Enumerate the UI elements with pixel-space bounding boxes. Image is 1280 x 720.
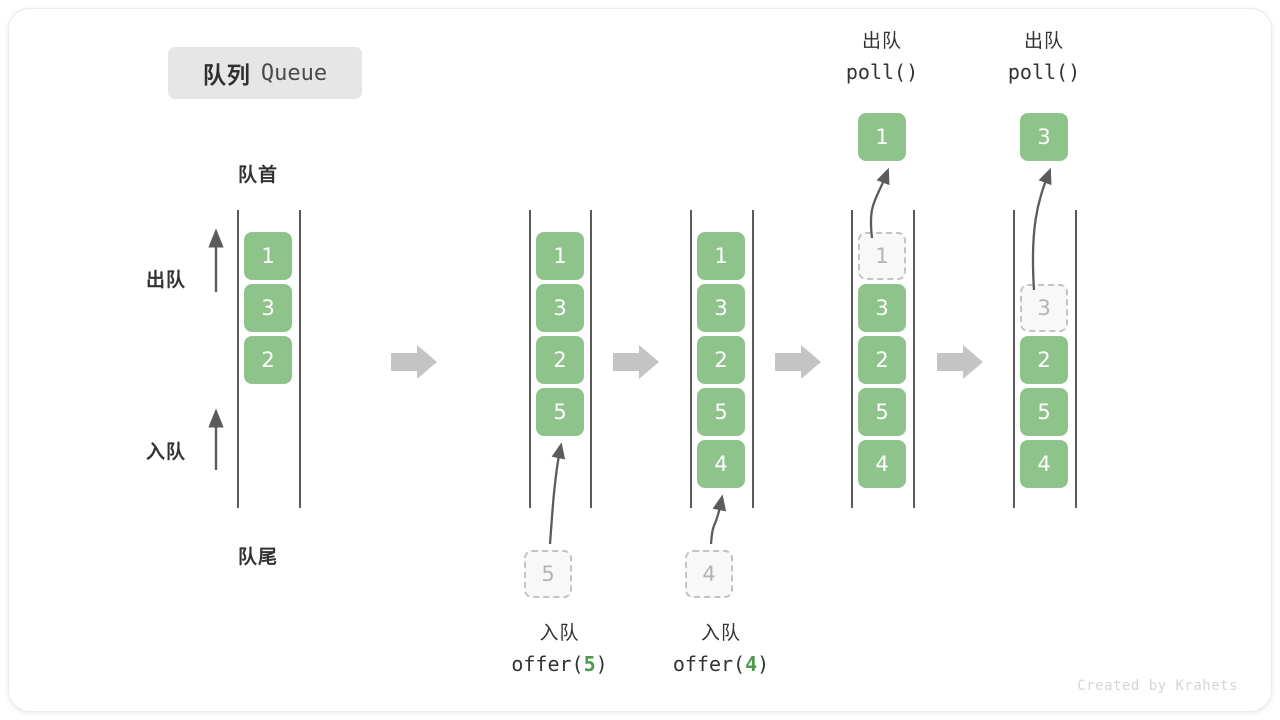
offer-label-cn: 入队 bbox=[700, 623, 741, 644]
incoming-ghost-box-offer-5: 5 bbox=[524, 550, 572, 598]
incoming-ghost-box-offer-4: 4 bbox=[685, 550, 733, 598]
queue-element-box: 4 bbox=[1020, 440, 1068, 488]
queue-element-box: 5 bbox=[536, 388, 584, 436]
poll-label-cn: 出队 bbox=[861, 31, 902, 52]
poll-label-cn: 出队 bbox=[1023, 31, 1064, 52]
poll-label-poll-1: 出队 poll() bbox=[802, 28, 962, 87]
queue-element-box: 3 bbox=[536, 284, 584, 332]
offer-label-code: offer(4) bbox=[672, 651, 770, 676]
title-badge: 队列 Queue bbox=[168, 47, 362, 99]
queue-element-box: 4 bbox=[858, 440, 906, 488]
dequeue-direction-label: 出队 bbox=[146, 270, 187, 291]
queue-rail-left-offer-4 bbox=[690, 210, 692, 508]
queue-element-box: 1 bbox=[244, 232, 292, 280]
queue-element-box: 5 bbox=[697, 388, 745, 436]
queue-rail-right-initial bbox=[299, 210, 301, 508]
queue-element-box: 5 bbox=[858, 388, 906, 436]
title-cn: 队列 bbox=[202, 62, 251, 88]
offer-label-cn: 入队 bbox=[539, 623, 580, 644]
poll-label-poll-3: 出队 poll() bbox=[964, 28, 1124, 87]
poll-label-code: poll() bbox=[845, 59, 919, 84]
title-en: Queue bbox=[260, 60, 328, 86]
queue-element-box: 2 bbox=[536, 336, 584, 384]
offer-label-arg: 5 bbox=[583, 651, 596, 676]
queue-element-box: 4 bbox=[697, 440, 745, 488]
queue-element-box: 3 bbox=[244, 284, 292, 332]
queue-rail-left-poll-3 bbox=[1013, 210, 1015, 508]
queue-element-box: 2 bbox=[858, 336, 906, 384]
queue-element-box: 2 bbox=[1020, 336, 1068, 384]
poll-label-code: poll() bbox=[1007, 59, 1081, 84]
offer-label-arg: 4 bbox=[745, 651, 758, 676]
queue-element-box: 3 bbox=[858, 284, 906, 332]
watermark: Created by Krahets bbox=[1077, 678, 1238, 694]
queue-rail-left-poll-1 bbox=[851, 210, 853, 508]
queue-element-box: 2 bbox=[244, 336, 292, 384]
queue-element-box: 2 bbox=[697, 336, 745, 384]
removed-ghost-box-poll-3: 3 bbox=[1020, 284, 1068, 332]
popped-element-box-poll-3: 3 bbox=[1020, 113, 1068, 161]
offer-label-offer-4: 入队 offer(4) bbox=[621, 620, 821, 679]
removed-ghost-box-poll-1: 1 bbox=[858, 232, 906, 280]
queue-rail-right-offer-4 bbox=[752, 210, 754, 508]
queue-rail-right-poll-3 bbox=[1075, 210, 1077, 508]
queue-element-box: 1 bbox=[536, 232, 584, 280]
queue-tail-label: 队尾 bbox=[238, 547, 279, 568]
queue-rail-right-poll-1 bbox=[913, 210, 915, 508]
diagram-card bbox=[8, 8, 1272, 712]
queue-element-box: 3 bbox=[697, 284, 745, 332]
offer-label-code: offer(5) bbox=[511, 651, 608, 676]
queue-rail-right-offer-5 bbox=[590, 210, 592, 508]
queue-element-box: 1 bbox=[697, 232, 745, 280]
queue-rail-left-offer-5 bbox=[529, 210, 531, 508]
queue-element-box: 5 bbox=[1020, 388, 1068, 436]
enqueue-direction-label: 入队 bbox=[146, 442, 187, 463]
offer-label-offer-5: 入队 offer(5) bbox=[460, 620, 660, 679]
queue-rail-left-initial bbox=[237, 210, 239, 508]
popped-element-box-poll-1: 1 bbox=[858, 113, 906, 161]
queue-head-label: 队首 bbox=[238, 165, 279, 186]
